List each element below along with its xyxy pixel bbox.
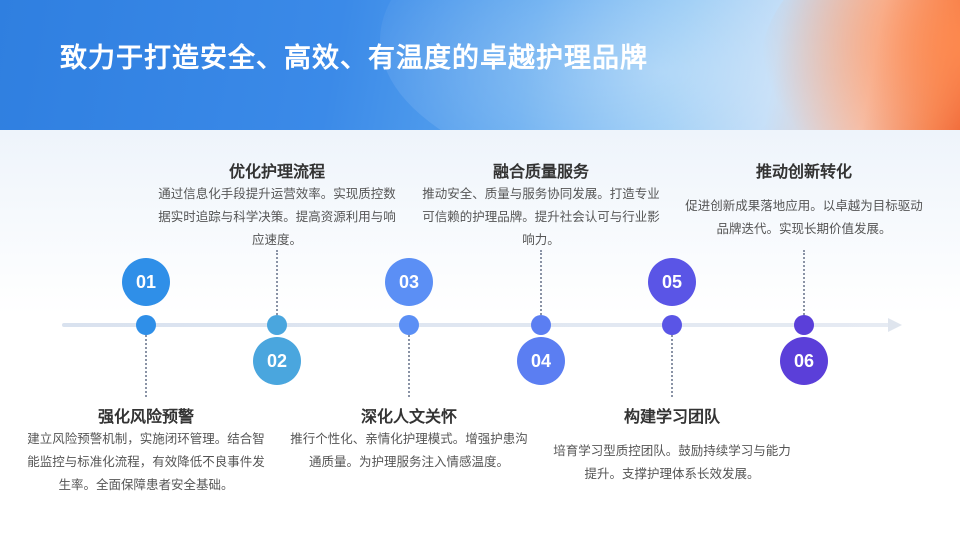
step-03-dot — [399, 315, 419, 335]
timeline-area: 01 强化风险预警 建立风险预警机制，实施闭环管理。结合智能监控与标准化流程，有… — [0, 130, 960, 540]
step-05-number-badge: 05 — [648, 258, 696, 306]
step-05-description: 培育学习型质控团队。鼓励持续学习与能力提升。支撑护理体系长效发展。 — [553, 443, 791, 481]
step-05-dot — [662, 315, 682, 335]
step-01-dot — [136, 315, 156, 335]
step-05-heading: 构建学习团队 — [623, 407, 720, 426]
step-06-description: 促进创新成果落地应用。以卓越为目标驱动品牌迭代。实现长期价值发展。 — [685, 198, 923, 236]
timeline-axis — [62, 323, 892, 327]
step-04-heading: 融合质量服务 — [492, 162, 589, 181]
step-03-number-badge: 03 — [385, 258, 433, 306]
step-04-dot — [531, 315, 551, 335]
step-06-heading: 推动创新转化 — [755, 162, 852, 181]
step-02-number-badge: 02 — [253, 337, 301, 385]
step-02-dot — [267, 315, 287, 335]
header-banner: 致力于打造安全、高效、有温度的卓越护理品牌 — [0, 0, 960, 130]
step-06-number-badge: 06 — [780, 337, 828, 385]
step-03-connector — [408, 335, 410, 397]
step-03-heading: 深化人文关怀 — [360, 407, 457, 426]
step-02-connector — [276, 250, 278, 315]
step-03-description: 推行个性化、亲情化护理模式。增强护患沟通质量。为护理服务注入情感温度。 — [290, 431, 528, 469]
page-title: 致力于打造安全、高效、有温度的卓越护理品牌 — [60, 43, 648, 74]
step-01-connector — [145, 335, 147, 397]
step-04-description: 推动安全、质量与服务协同发展。打造专业可信赖的护理品牌。提升社会认可与行业影响力… — [422, 186, 660, 247]
banner-decoration-accent — [760, 0, 960, 130]
step-06-dot — [794, 315, 814, 335]
step-06-connector — [803, 250, 805, 315]
timeline-arrow — [888, 318, 902, 332]
step-04-number-badge: 04 — [517, 337, 565, 385]
step-01-description: 建立风险预警机制，实施闭环管理。结合智能监控与标准化流程，有效降低不良事件发生率… — [27, 431, 265, 492]
step-05-connector — [671, 335, 673, 397]
step-01-number-badge: 01 — [122, 258, 170, 306]
step-04-connector — [540, 250, 542, 315]
step-02-heading: 优化护理流程 — [228, 162, 325, 181]
step-02-description: 通过信息化手段提升运营效率。实现质控数据实时追踪与科学决策。提高资源利用与响应速… — [158, 186, 396, 247]
step-01-heading: 强化风险预警 — [97, 407, 194, 426]
